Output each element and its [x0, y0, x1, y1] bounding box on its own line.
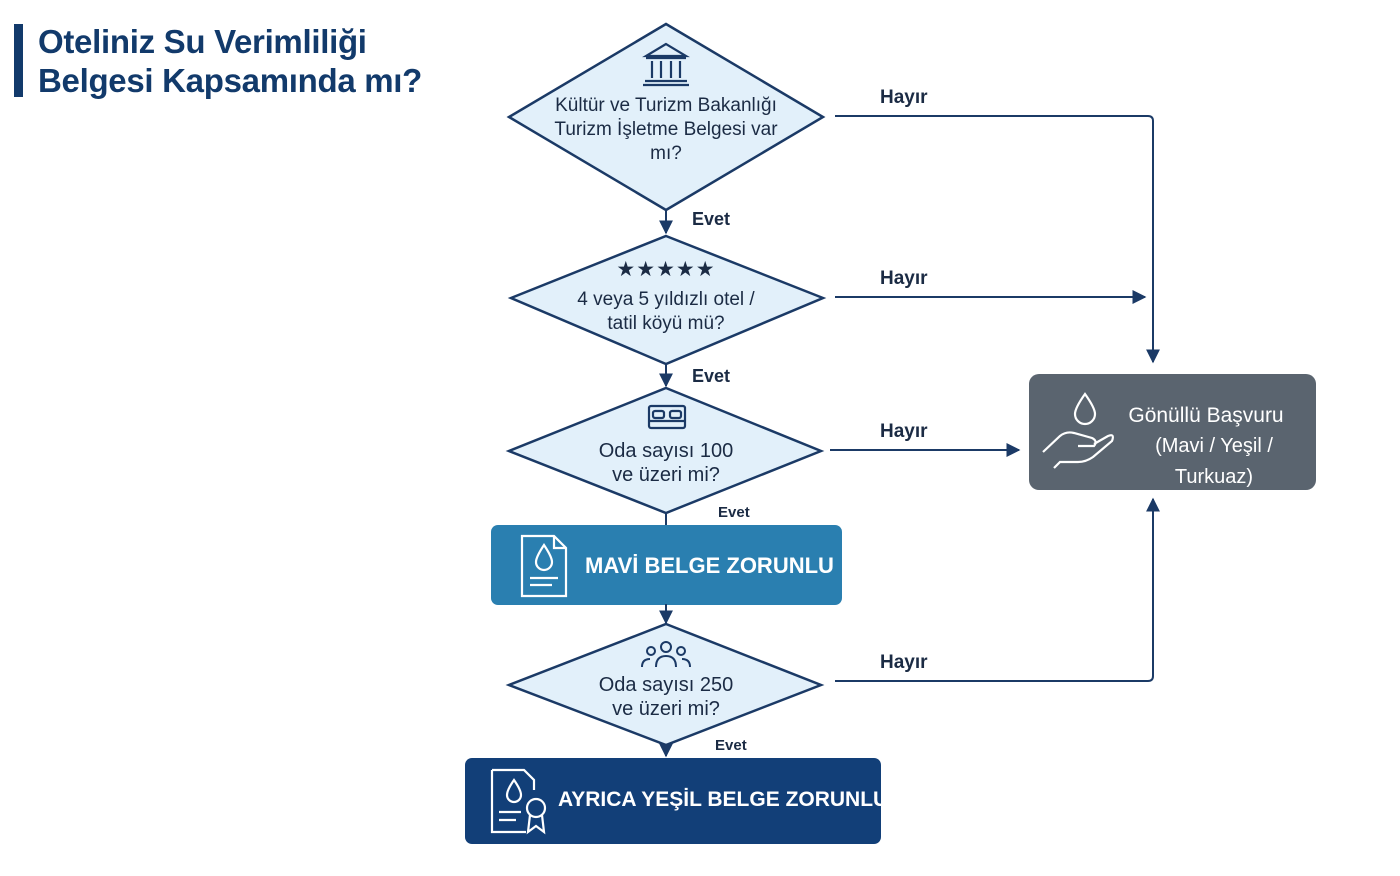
water-hand-icon — [1042, 392, 1114, 469]
stars-icon: ★★★★★ — [616, 258, 716, 281]
blue-certificate-label: MAVİ BELGE ZORUNLU — [585, 553, 834, 578]
hayir-label-q4: Hayır — [880, 652, 928, 673]
title-accent-bar — [14, 24, 23, 97]
hayir-label-q1: Hayır — [880, 87, 928, 108]
evet-label-q4: Evet — [715, 737, 747, 754]
evet-label-q1: Evet — [692, 209, 731, 229]
page-title: Oteliniz Su Verimliliği Belgesi Kapsamın… — [38, 23, 423, 99]
bed-icon — [647, 404, 687, 430]
connector-q1-no — [835, 115, 1160, 364]
hayir-label-q3: Hayır — [880, 421, 928, 442]
q4-text: Oda sayısı 250 ve üzeri mi? — [598, 674, 734, 720]
evet-label-q3: Evet — [718, 504, 750, 521]
evet-label-q2: Evet — [692, 366, 731, 386]
q3-text: Oda sayısı 100 ve üzeri mi? — [598, 440, 734, 486]
q1-text: Kültür ve Turizm Bakanlığı Turizm İşletm… — [554, 95, 778, 164]
people-icon — [641, 641, 691, 668]
voluntary-title: Gönüllü Başvuru — [1128, 404, 1284, 427]
title-block: Oteliniz Su Verimliliği Belgesi Kapsamın… — [14, 22, 474, 100]
water-certificate-icon — [490, 768, 547, 835]
hayir-label-q2: Hayır — [880, 268, 928, 289]
q2-text: 4 veya 5 yıldızlı otel / tatil köyü mü? — [577, 289, 755, 334]
connector-q4-no — [835, 497, 1160, 682]
green-certificate-label: AYRICA YEŞİL BELGE ZORUNLU — [558, 788, 889, 811]
water-document-icon — [520, 534, 568, 598]
voluntary-subtitle: (Mavi / Yeşil / Turkuaz) — [1155, 435, 1273, 488]
museum-icon — [642, 42, 690, 87]
